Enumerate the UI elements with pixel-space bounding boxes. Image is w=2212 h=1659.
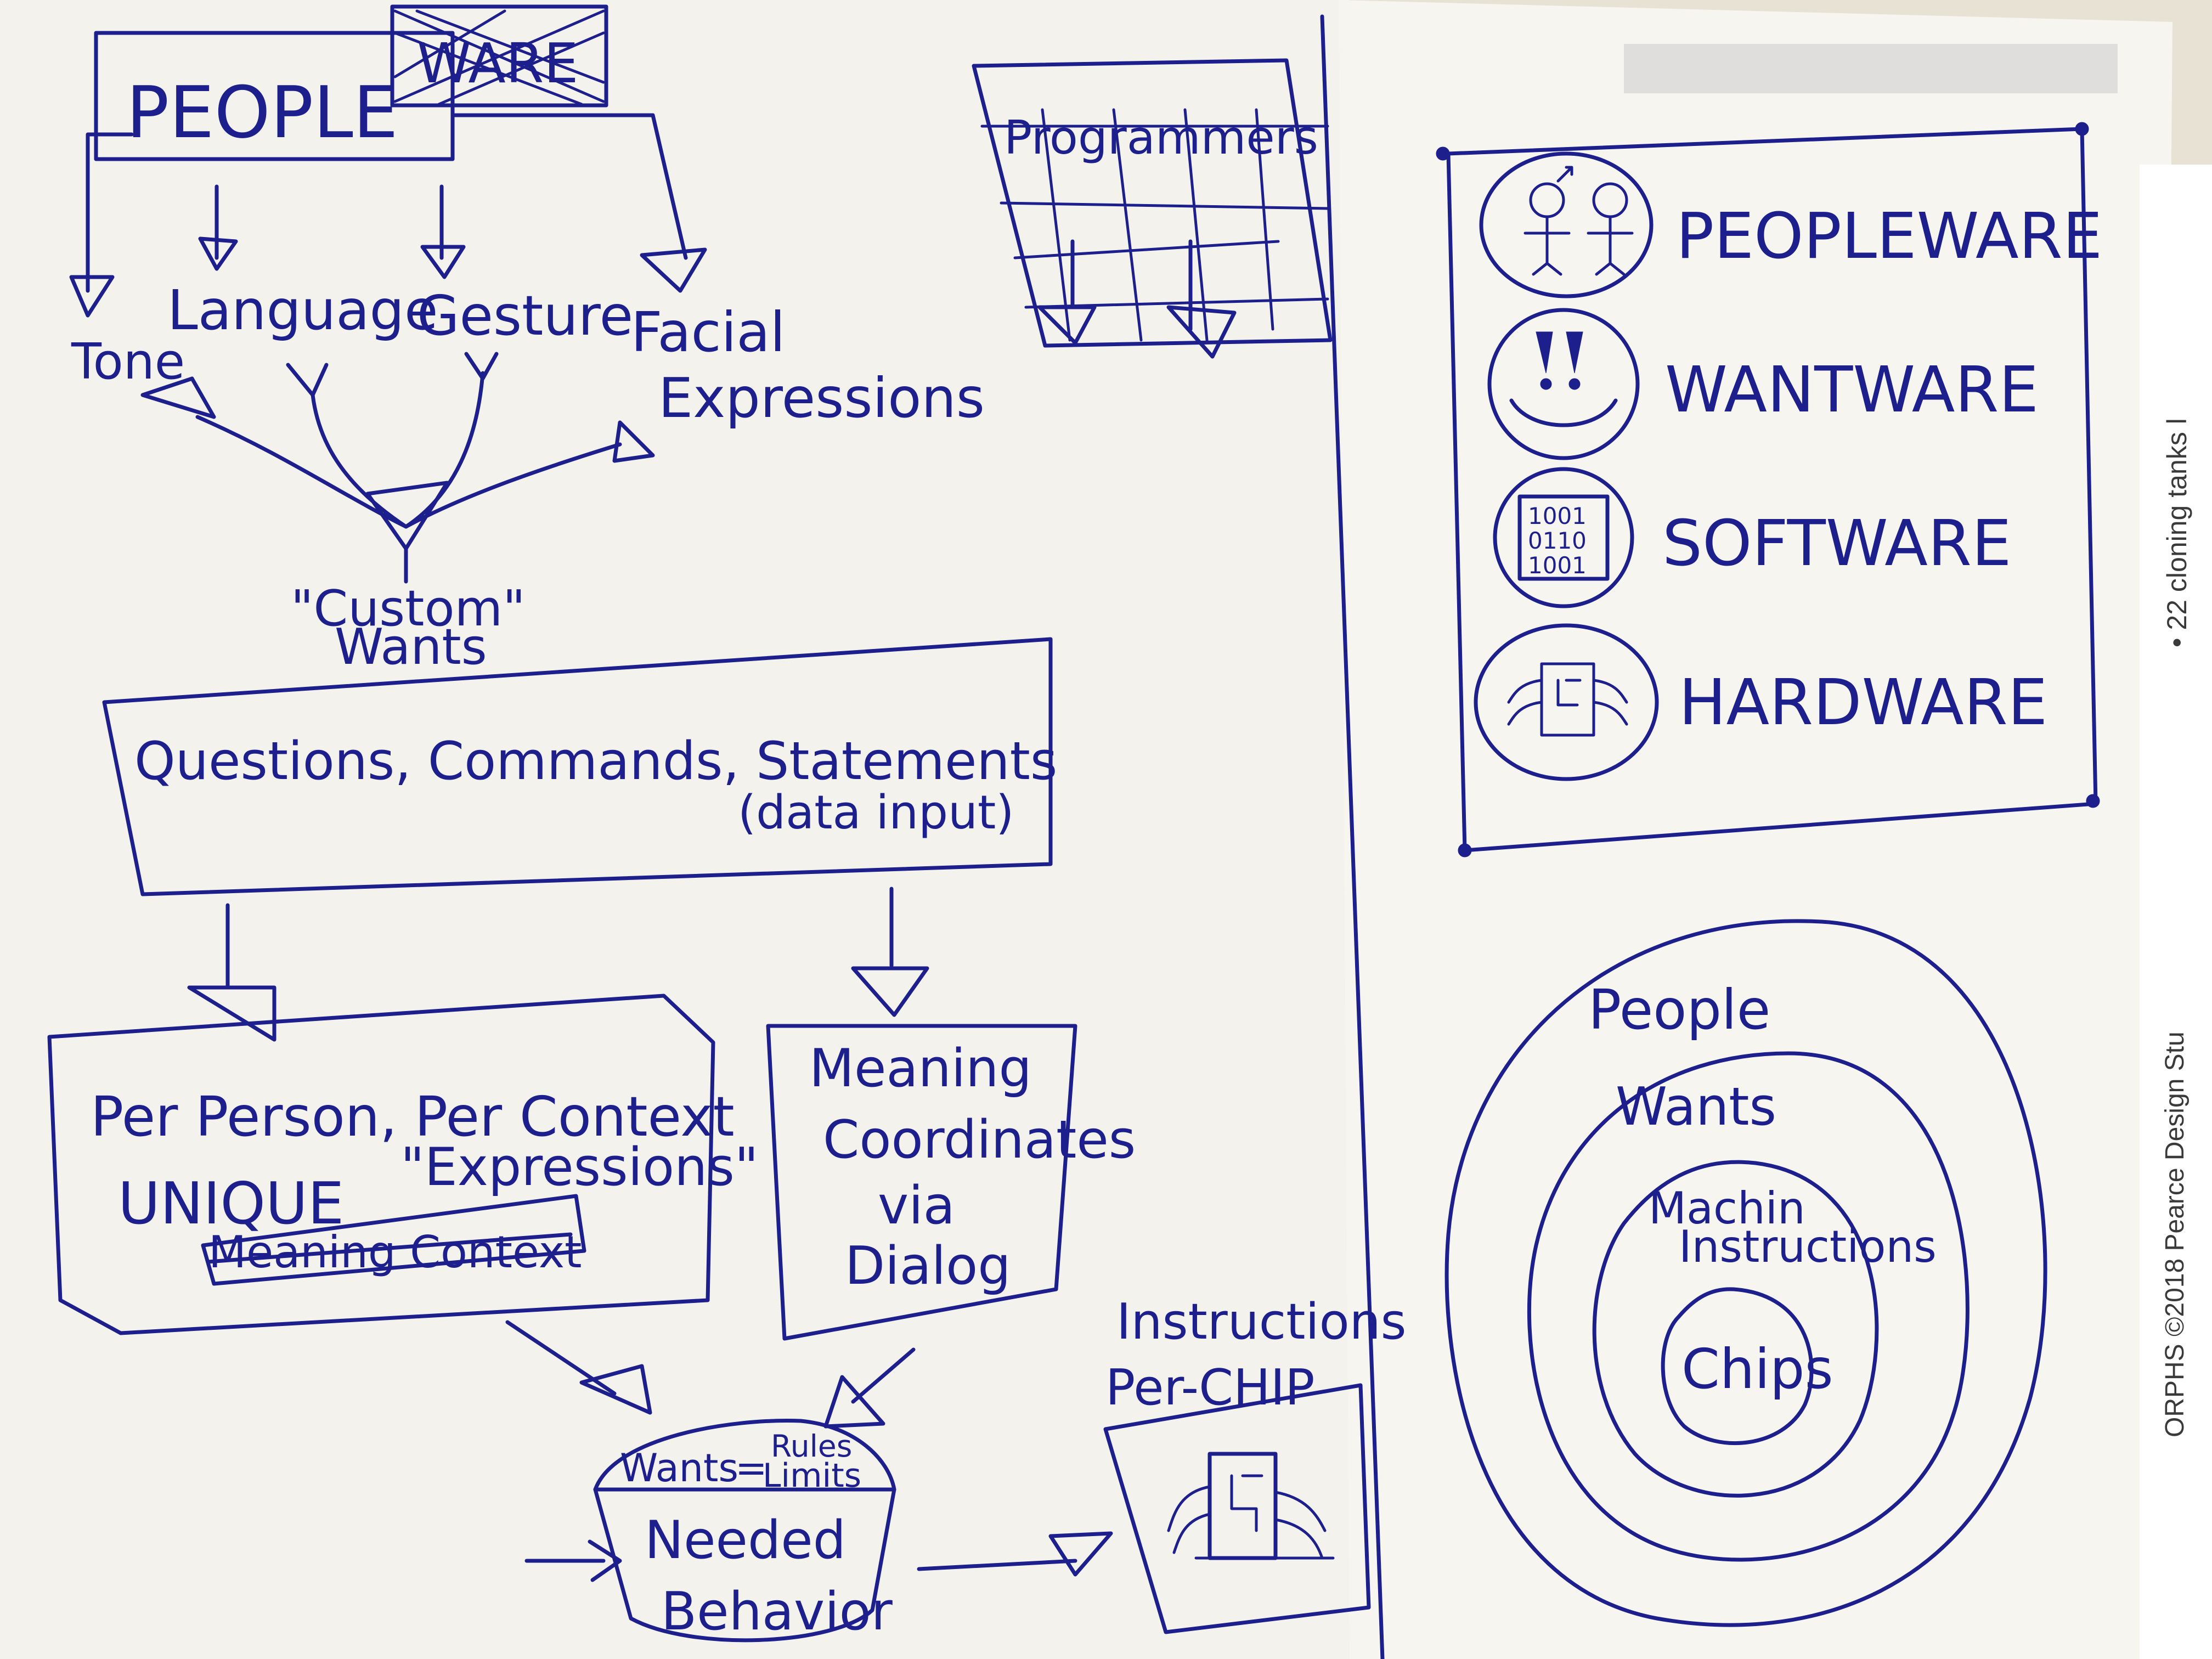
instructions-line2: Per-CHIP: [1105, 1359, 1315, 1417]
arrow-unique-to-bowl: [505, 1320, 617, 1396]
software-circle: [1493, 467, 1634, 608]
channel-gesture: Gesture: [417, 284, 633, 348]
binary-row-1: 1001: [1528, 503, 1587, 529]
tree-arrowhead-language: [286, 363, 329, 397]
arrowhead-into-bowl: [588, 1539, 622, 1582]
chip-box: [1103, 1383, 1371, 1634]
programmers-label: Programmers: [1004, 111, 1318, 165]
needed-behavior-bowl: [593, 1419, 896, 1643]
arrowhead-meaning: [851, 966, 929, 1017]
arrow-to-facial: [450, 113, 688, 260]
unique-crossed: Meaning Context: [208, 1227, 582, 1278]
margin-print-top: • 22 cloning tanks l: [2162, 418, 2192, 647]
arrowhead-to-chip: [1048, 1531, 1113, 1577]
instructions-line1: Instructions: [1116, 1293, 1407, 1351]
unique-crossout: [201, 1194, 586, 1286]
tree-branch-language: [311, 393, 408, 529]
arrowhead-language: [198, 236, 238, 271]
ring-chips: [1661, 1287, 1814, 1446]
ring-chips-label: Chips: [1681, 1337, 1833, 1401]
hardware-chip-icon: [1507, 662, 1628, 737]
arrowhead-unique-bowl: [579, 1364, 652, 1415]
binary-row-3: 1001: [1528, 552, 1587, 579]
wantware-label: WANTWARE: [1665, 353, 2039, 427]
barcode-smudge: [1624, 44, 2118, 93]
ring-people-label: People: [1588, 978, 1770, 1042]
arrowhead-gesture: [420, 245, 466, 279]
smiley-icon: [1509, 331, 1618, 427]
bowl-limits: Limits: [763, 1457, 861, 1495]
frame-corner-dot-bl: [1458, 843, 1472, 857]
hardware-label: HARDWARE: [1679, 666, 2047, 740]
ring-wants-label: Wants: [1616, 1077, 1776, 1137]
unique-line2: UNIQUE: [118, 1170, 344, 1237]
arrowhead-unique: [187, 985, 276, 1042]
ring-instructions-line1: Machin: [1649, 1183, 1805, 1234]
software-label: SOFTWARE: [1662, 507, 2012, 580]
unique-line3: "Expressions": [400, 1137, 759, 1198]
programmers-box: [972, 58, 1333, 348]
unique-box: [47, 994, 715, 1335]
frame-corner-dot-tr: [2075, 122, 2089, 136]
people-label: PEOPLE: [126, 71, 398, 154]
tree-funnel: [365, 481, 449, 584]
arrow-meaning-to-bowl: [851, 1347, 916, 1404]
tree-arrowhead-facial: [612, 420, 655, 463]
unique-line1: Per Person, Per Context: [91, 1085, 735, 1149]
tree-arrowhead-tone: [140, 376, 216, 419]
channel-facial-line1: Facial: [631, 300, 785, 364]
tree-branch-facial: [404, 442, 622, 529]
bowl-rules: Rules: [771, 1429, 852, 1464]
meaning-line3: via: [878, 1176, 955, 1236]
ware-crossout: [393, 9, 605, 106]
custom-wants-line2: Wants: [335, 618, 487, 676]
bowl-equals: =: [735, 1446, 768, 1491]
arrowhead-tone: [69, 275, 115, 318]
paper-sheet-left: [0, 0, 1355, 1659]
people-icon: [1523, 166, 1634, 276]
people-box: [94, 31, 455, 161]
ring-instructions: [1592, 1160, 1879, 1498]
binary-icon: 1001 0110 1001: [1517, 494, 1610, 581]
peopleware-label: PEOPLEWARE: [1676, 200, 2102, 273]
margin-print-bottom: ORPHS ©2018 Pearce Design Stu: [2160, 1031, 2190, 1437]
ring-people: [1444, 919, 2047, 1627]
bowl-line1: Needed: [645, 1510, 846, 1571]
meaning-line1: Meaning: [809, 1039, 1032, 1099]
ware-scribble: [390, 4, 608, 108]
wantware-circle: [1487, 308, 1640, 460]
chip-icon: [1167, 1452, 1335, 1560]
channel-facial-line2: Expressions: [658, 366, 985, 430]
meaning-line2: Coordinates: [823, 1110, 1136, 1170]
tree-branch-gesture: [404, 371, 485, 529]
ring-wants: [1527, 1051, 1970, 1562]
programmers-arrows: [1037, 239, 1237, 359]
arrowhead-facial: [640, 247, 707, 293]
bowl-wants: Wants: [620, 1446, 738, 1491]
input-box-line2: (data input): [738, 786, 1014, 840]
ring-instructions-line2: Instructions: [1679, 1221, 1937, 1272]
meaning-line4: Dialog: [845, 1236, 1011, 1296]
meaning-box: [766, 1024, 1077, 1341]
programmers-grid: [980, 108, 1329, 342]
custom-wants-line1: "Custom": [291, 580, 526, 637]
channel-language: Language: [167, 278, 438, 342]
page-divider: [1320, 14, 1385, 1659]
peopleware-circle: [1479, 151, 1654, 298]
arrow-to-tone: [86, 132, 134, 293]
bowl-line2: Behavior: [661, 1582, 893, 1642]
frame-corner-dot-br: [2086, 794, 2100, 808]
margin-strip: [2140, 165, 2212, 1659]
channel-tone: Tone: [71, 333, 185, 391]
frame-corner-dot-tl: [1436, 146, 1450, 161]
tree-arrowhead-gesture: [464, 352, 499, 381]
hardware-circle: [1474, 623, 1659, 781]
arrowhead-meaning-bowl: [823, 1375, 885, 1429]
input-box: [102, 637, 1053, 896]
arrow-to-chip: [917, 1559, 1077, 1571]
input-box-line1: Questions, Commands, Statements: [134, 731, 1057, 792]
binary-row-2: 0110: [1528, 527, 1587, 554]
